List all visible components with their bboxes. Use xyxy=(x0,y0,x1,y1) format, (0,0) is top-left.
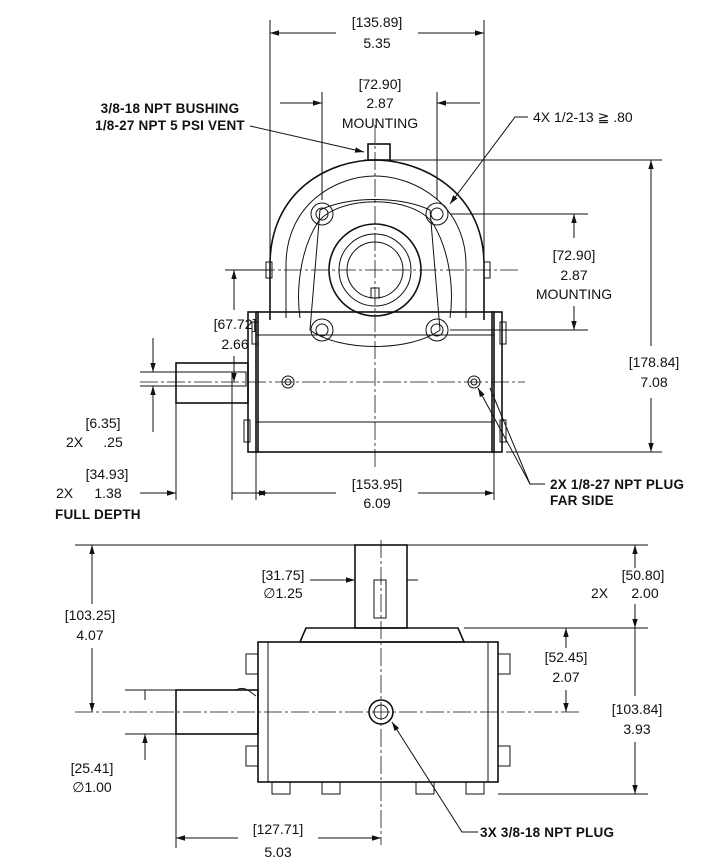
dim-output-dia-mm: [31.75] xyxy=(262,567,305,583)
dim-key-width-in: .25 xyxy=(103,434,123,450)
dim-key-length-note: FULL DEPTH xyxy=(55,507,141,522)
dim-center-base-in: 3.93 xyxy=(623,721,650,737)
dim-base-width-mm: [153.95] xyxy=(352,476,403,492)
dim-output-length-in: 2.00 xyxy=(631,585,658,601)
dim-input-dia-in: ∅1.00 xyxy=(72,779,112,795)
dim-mount-h-mm: [72.90] xyxy=(359,76,402,92)
dim-mount-v-in: 2.87 xyxy=(560,267,587,283)
callout-bushing-line1: 3/8-18 NPT BUSHING xyxy=(101,101,240,116)
side-view-labels: [103.25] 4.07 [31.75] ∅1.25 [50.80] 2X 2… xyxy=(65,567,665,860)
dim-height-in: 7.08 xyxy=(640,374,667,390)
front-view-labels: [135.89] 5.35 [72.90] 2.87 MOUNTING 3/8-… xyxy=(55,14,684,522)
dim-shaft-end-in: 5.03 xyxy=(264,844,291,860)
side-view-dimensions xyxy=(75,544,648,848)
front-input-shaft xyxy=(175,362,249,404)
dim-key-width-count: 2X xyxy=(66,434,84,450)
dim-height-mm: [178.84] xyxy=(629,354,680,370)
dim-base-width-in: 6.09 xyxy=(363,495,390,511)
dim-output-length-mm: [50.80] xyxy=(622,567,665,583)
side-view xyxy=(75,540,580,845)
callout-holes: 4X 1/2-13 ≧ .80 xyxy=(533,109,633,125)
dim-input-dia-mm: [25.41] xyxy=(71,760,114,776)
dim-key-length-in: 1.38 xyxy=(94,485,121,501)
dim-output-length-count: 2X xyxy=(591,585,609,601)
callout-bushing-line2: 1/8-27 NPT 5 PSI VENT xyxy=(95,118,245,133)
front-view xyxy=(140,125,525,470)
dim-center-base-mm: [103.84] xyxy=(612,701,663,717)
dim-output-dia-in: ∅1.25 xyxy=(263,585,303,601)
callout-side-plug: 3X 3/8-18 NPT PLUG xyxy=(480,825,614,840)
dim-center-top-mm: [103.25] xyxy=(65,607,116,623)
dim-shaft-center-in: 2.66 xyxy=(221,336,248,352)
front-view-dimensions xyxy=(140,20,662,500)
dim-key-length-count: 2X xyxy=(56,485,74,501)
dim-shaft-center-mm: [67.72] xyxy=(214,316,257,332)
dim-key-width-mm: [6.35] xyxy=(85,415,120,431)
dim-width-in: 5.35 xyxy=(363,35,390,51)
dim-shaft-end-mm: [127.71] xyxy=(253,821,304,837)
dim-center-top-in: 4.07 xyxy=(76,627,103,643)
dim-flange-center-mm: [52.45] xyxy=(545,649,588,665)
dim-flange-center-in: 2.07 xyxy=(552,669,579,685)
dim-mount-v-mm: [72.90] xyxy=(553,247,596,263)
dim-mount-v-label: MOUNTING xyxy=(536,286,612,302)
dim-width-mm: [135.89] xyxy=(352,14,403,30)
callout-plug-line1: 2X 1/8-27 NPT PLUG xyxy=(550,477,684,492)
dim-mount-h-in: 2.87 xyxy=(366,95,393,111)
callout-plug-line2: FAR SIDE xyxy=(550,493,614,508)
dim-key-length-mm: [34.93] xyxy=(86,466,129,482)
vent-bushing xyxy=(367,143,391,161)
dim-mount-h-label: MOUNTING xyxy=(342,115,418,131)
mounting-holes xyxy=(310,202,449,342)
